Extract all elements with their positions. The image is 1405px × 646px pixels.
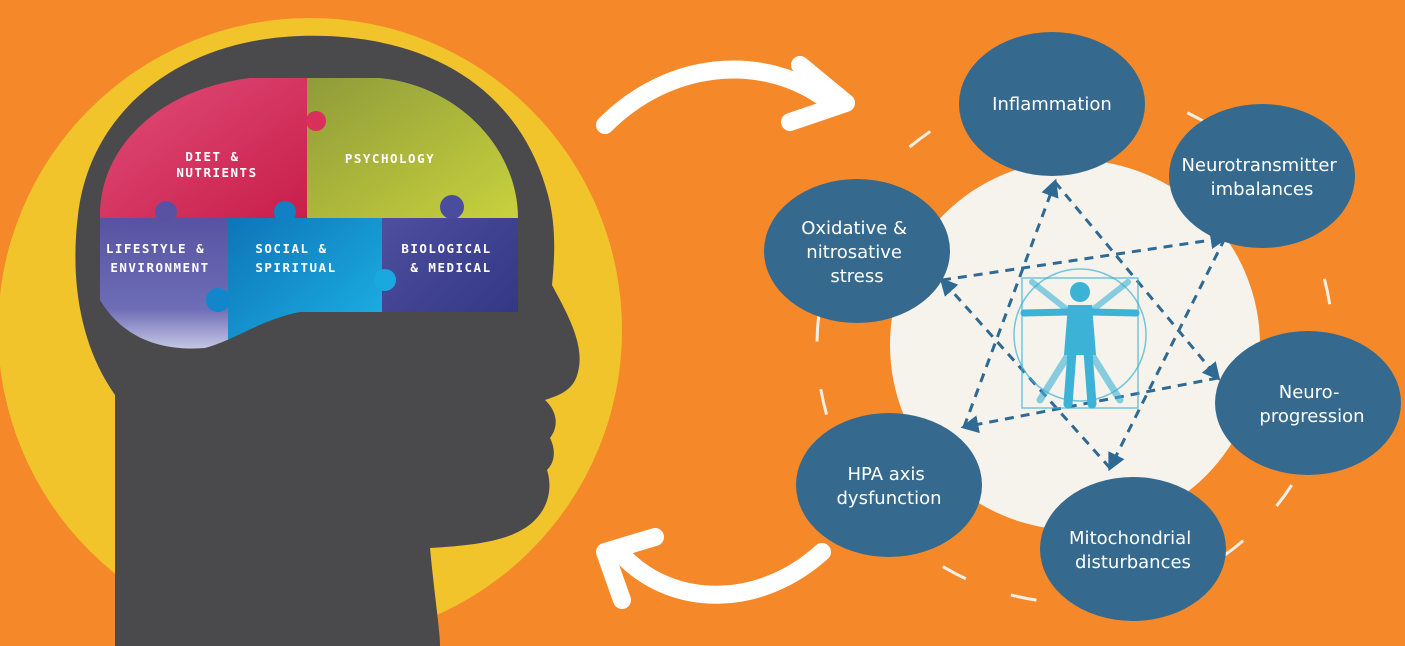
- puzzle-label-biological: BIOLOGICAL & MEDICAL: [401, 241, 500, 275]
- node-label-neurotransmitter: Neurotransmitter imbalances: [1181, 155, 1342, 200]
- node-label-mitochondrial: Mitochondrial disturbances: [1069, 528, 1197, 573]
- node-oxidative: [764, 179, 950, 323]
- puzzle-knob: [206, 288, 230, 312]
- puzzle-label-social: SOCIAL & SPIRITUAL: [255, 241, 336, 275]
- node-label-oxidative: Oxidative & nitrosative stress: [801, 218, 913, 287]
- node-inflammation: [959, 32, 1145, 176]
- curved-arrow-icon: [596, 528, 831, 609]
- puzzle-label-lifestyle: LIFESTYLE & ENVIRONMENT: [106, 241, 214, 275]
- node-neurotransmitter: [1169, 104, 1355, 248]
- puzzle-knob: [274, 201, 296, 223]
- node-label-neuroprogression: Neuro- progression: [1259, 382, 1364, 427]
- puzzle-label-psychology: PSYCHOLOGY: [345, 151, 435, 166]
- puzzle-knob: [306, 111, 326, 131]
- curved-arrow-icon: [596, 56, 855, 134]
- puzzle-label-diet: DIET & NUTRIENTS: [176, 149, 257, 180]
- node-hpa: [796, 413, 982, 557]
- node-neuroprogression: [1215, 331, 1401, 475]
- node-label-hpa: HPA axis dysfunction: [837, 464, 942, 509]
- puzzle-knob: [155, 201, 177, 223]
- node-mitochondrial: [1040, 477, 1226, 621]
- vitruvian-man-icon: [1013, 268, 1147, 409]
- puzzle-knob: [374, 269, 396, 291]
- node-label-inflammation: Inflammation: [992, 94, 1112, 115]
- puzzle-knob: [440, 195, 464, 219]
